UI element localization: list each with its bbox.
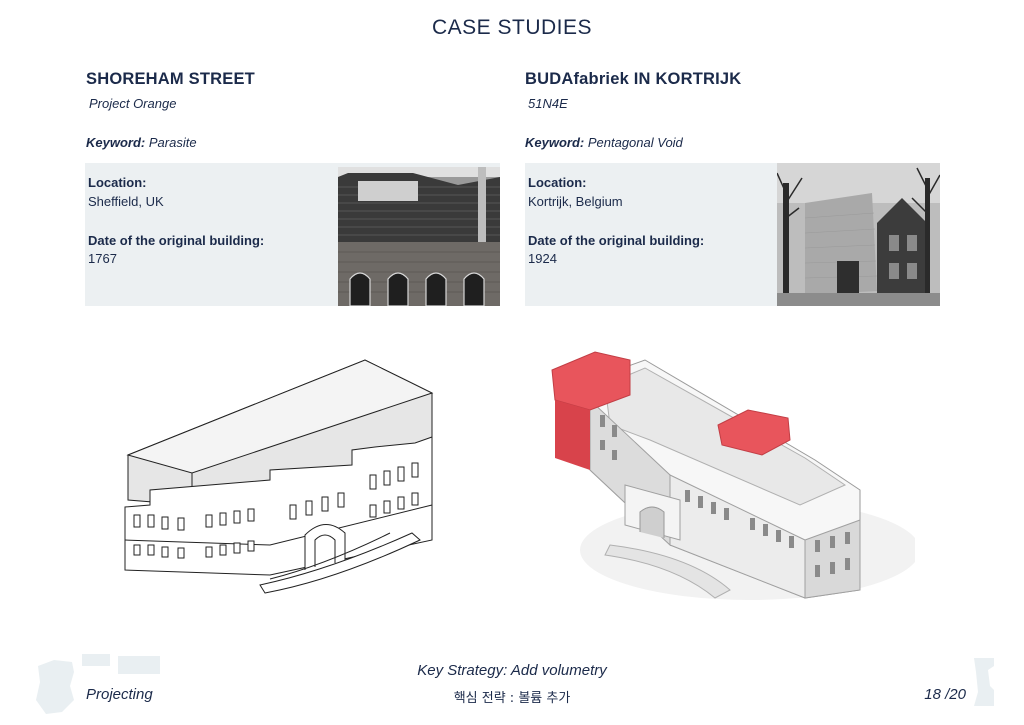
case-1-photo xyxy=(338,167,500,306)
case-2-title: BUDAfabriek IN KORTRIJK xyxy=(525,70,742,88)
footer-decoration-right xyxy=(968,656,998,708)
case-2-photo xyxy=(777,163,940,306)
axonometric-render-budafabriek xyxy=(550,340,920,608)
case-2-date-label: Date of the original building: xyxy=(528,233,705,248)
case-1-keyword: Keyword: Parasite xyxy=(86,135,197,150)
key-strategy-text: Key Strategy: Add volumetry xyxy=(417,662,607,679)
keyword-value: Pentagonal Void xyxy=(587,135,683,150)
case-2-location-label: Location: xyxy=(528,175,587,190)
case-2-date-value: 1924 xyxy=(528,251,557,266)
page-number: 18 /20 xyxy=(924,686,966,703)
case-1-date-value: 1767 xyxy=(88,251,117,266)
case-1-location-label: Location: xyxy=(88,175,147,190)
page-title: CASE STUDIES xyxy=(431,16,593,39)
case-1-location-value: Sheffield, UK xyxy=(88,194,164,209)
keyword-label: Keyword: xyxy=(525,135,585,150)
key-strategy-korean: 핵심 전략 : 볼륨 추가 xyxy=(453,691,571,706)
section-label: Projecting xyxy=(86,686,153,703)
footer-decoration-left xyxy=(34,652,164,720)
case-1-date-label: Date of the original building: xyxy=(88,233,265,248)
case-2-author: 51N4E xyxy=(528,96,568,111)
case-1-title: SHOREHAM STREET xyxy=(86,70,255,88)
case-2-keyword: Keyword: Pentagonal Void xyxy=(525,135,683,150)
case-1-author: Project Orange xyxy=(89,96,177,111)
keyword-value: Parasite xyxy=(148,135,197,150)
keyword-label: Keyword: xyxy=(86,135,146,150)
case-2-location-value: Kortrijk, Belgium xyxy=(528,194,623,209)
axonometric-drawing-shoreham xyxy=(120,355,440,595)
